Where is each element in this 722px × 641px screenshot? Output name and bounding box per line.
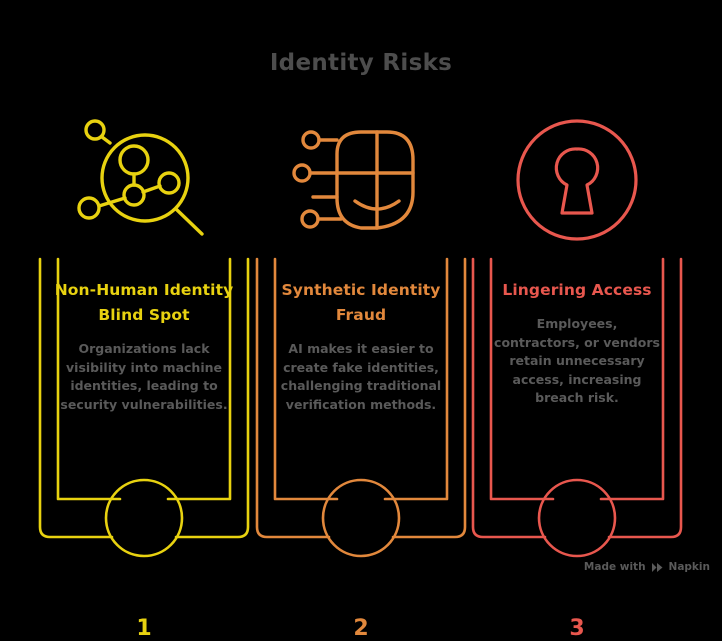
keyhole-circle-icon [469, 110, 685, 250]
infographic-canvas: Identity Risks [36, 50, 710, 640]
risk-card-3[interactable]: Lingering Access Employees, contractors,… [469, 110, 685, 640]
attribution-prefix: Made with [583, 561, 646, 573]
risk-card-2[interactable]: Synthetic Identity Fraud AI makes it eas… [253, 110, 469, 640]
card-frame-1 [36, 255, 252, 560]
card-frame-2 [253, 255, 469, 560]
ai-face-mask-icon [253, 110, 469, 250]
page-title: Identity Risks [269, 50, 453, 76]
napkin-logo-icon [651, 562, 664, 573]
card-number-badge-2: 2 [353, 616, 369, 641]
magnifier-network-icon [36, 110, 252, 250]
card-frame-3 [469, 255, 685, 560]
card-number-badge-3: 3 [569, 616, 585, 641]
attribution[interactable]: Made with Napkin [584, 561, 710, 573]
attribution-brand: Napkin [668, 561, 710, 573]
risk-card-1[interactable]: Non-Human Identity Blind Spot Organizati… [36, 110, 252, 640]
card-number-badge-1: 1 [136, 616, 152, 641]
